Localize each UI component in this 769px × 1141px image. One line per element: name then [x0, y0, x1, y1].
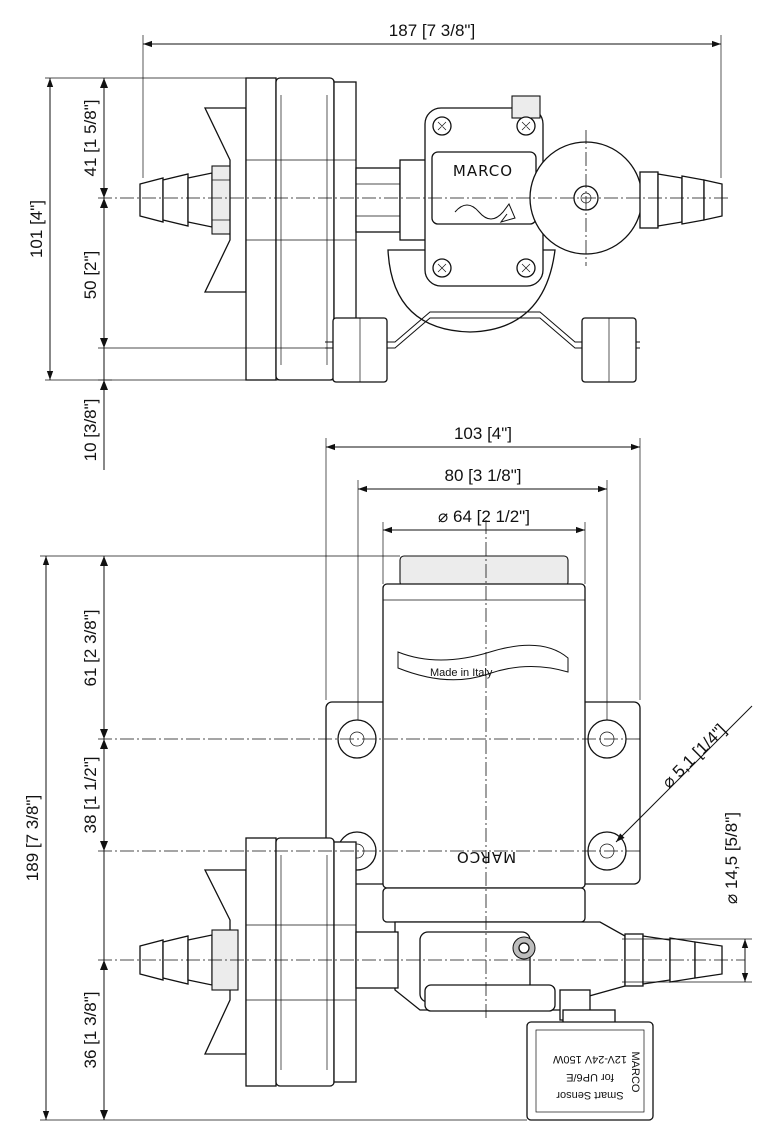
dim-lower: 50 [2"]	[81, 251, 100, 300]
dim-hole-dia: ⌀ 5,1 [1/4"]	[658, 720, 730, 792]
made-in-text: Made in Italy	[430, 667, 493, 679]
dim-hose-dia: ⌀ 14,5 [5/8"]	[722, 812, 741, 904]
dim-outlet-low: 36 [1 3/8"]	[81, 992, 100, 1069]
sensor-line1: Smart Sensor	[556, 1089, 624, 1101]
right-hose-barb	[639, 171, 723, 229]
mount-bracket-top	[325, 311, 640, 383]
front-view: Made in Italy MARCO	[23, 424, 753, 1121]
filter-housing-top	[203, 77, 357, 381]
dim-hole-pitch: 38 [1 1/2"]	[81, 757, 100, 834]
pump-housing-front	[382, 887, 626, 1021]
filter-housing-front	[203, 837, 399, 1087]
dim-width-total: 187 [7 3/8"]	[389, 21, 475, 40]
dim-total-height: 189 [7 3/8"]	[23, 795, 42, 881]
top-view: MARCO	[27, 21, 730, 470]
left-hose-barb	[139, 165, 239, 235]
dim-foot: 10 [3/8"]	[81, 399, 100, 462]
sensor-line3: 12V-24V 150W	[552, 1053, 627, 1065]
dim-height-total: 101 [4"]	[27, 200, 46, 258]
smart-sensor: Smart Sensor for UP6/E 12V-24V 150W MARC…	[526, 1009, 654, 1121]
pump-logo-text: MARCO	[453, 162, 513, 180]
dim-motor-top: 61 [2 3/8"]	[81, 610, 100, 687]
dim-upper: 41 [1 5/8"]	[81, 100, 100, 177]
connector-nut-top	[355, 159, 427, 241]
sensor-line2: for UP6/E	[566, 1071, 614, 1083]
motor: Made in Italy MARCO	[382, 555, 586, 889]
pump-head-top: MARCO	[387, 95, 556, 333]
dim-motor-dia: ⌀ 64 [2 1/2"]	[438, 507, 530, 526]
dim-hole-spacing: 80 [3 1/8"]	[445, 466, 522, 485]
dim-mount-width: 103 [4"]	[454, 424, 512, 443]
sensor-brand: MARCO	[629, 1052, 641, 1093]
